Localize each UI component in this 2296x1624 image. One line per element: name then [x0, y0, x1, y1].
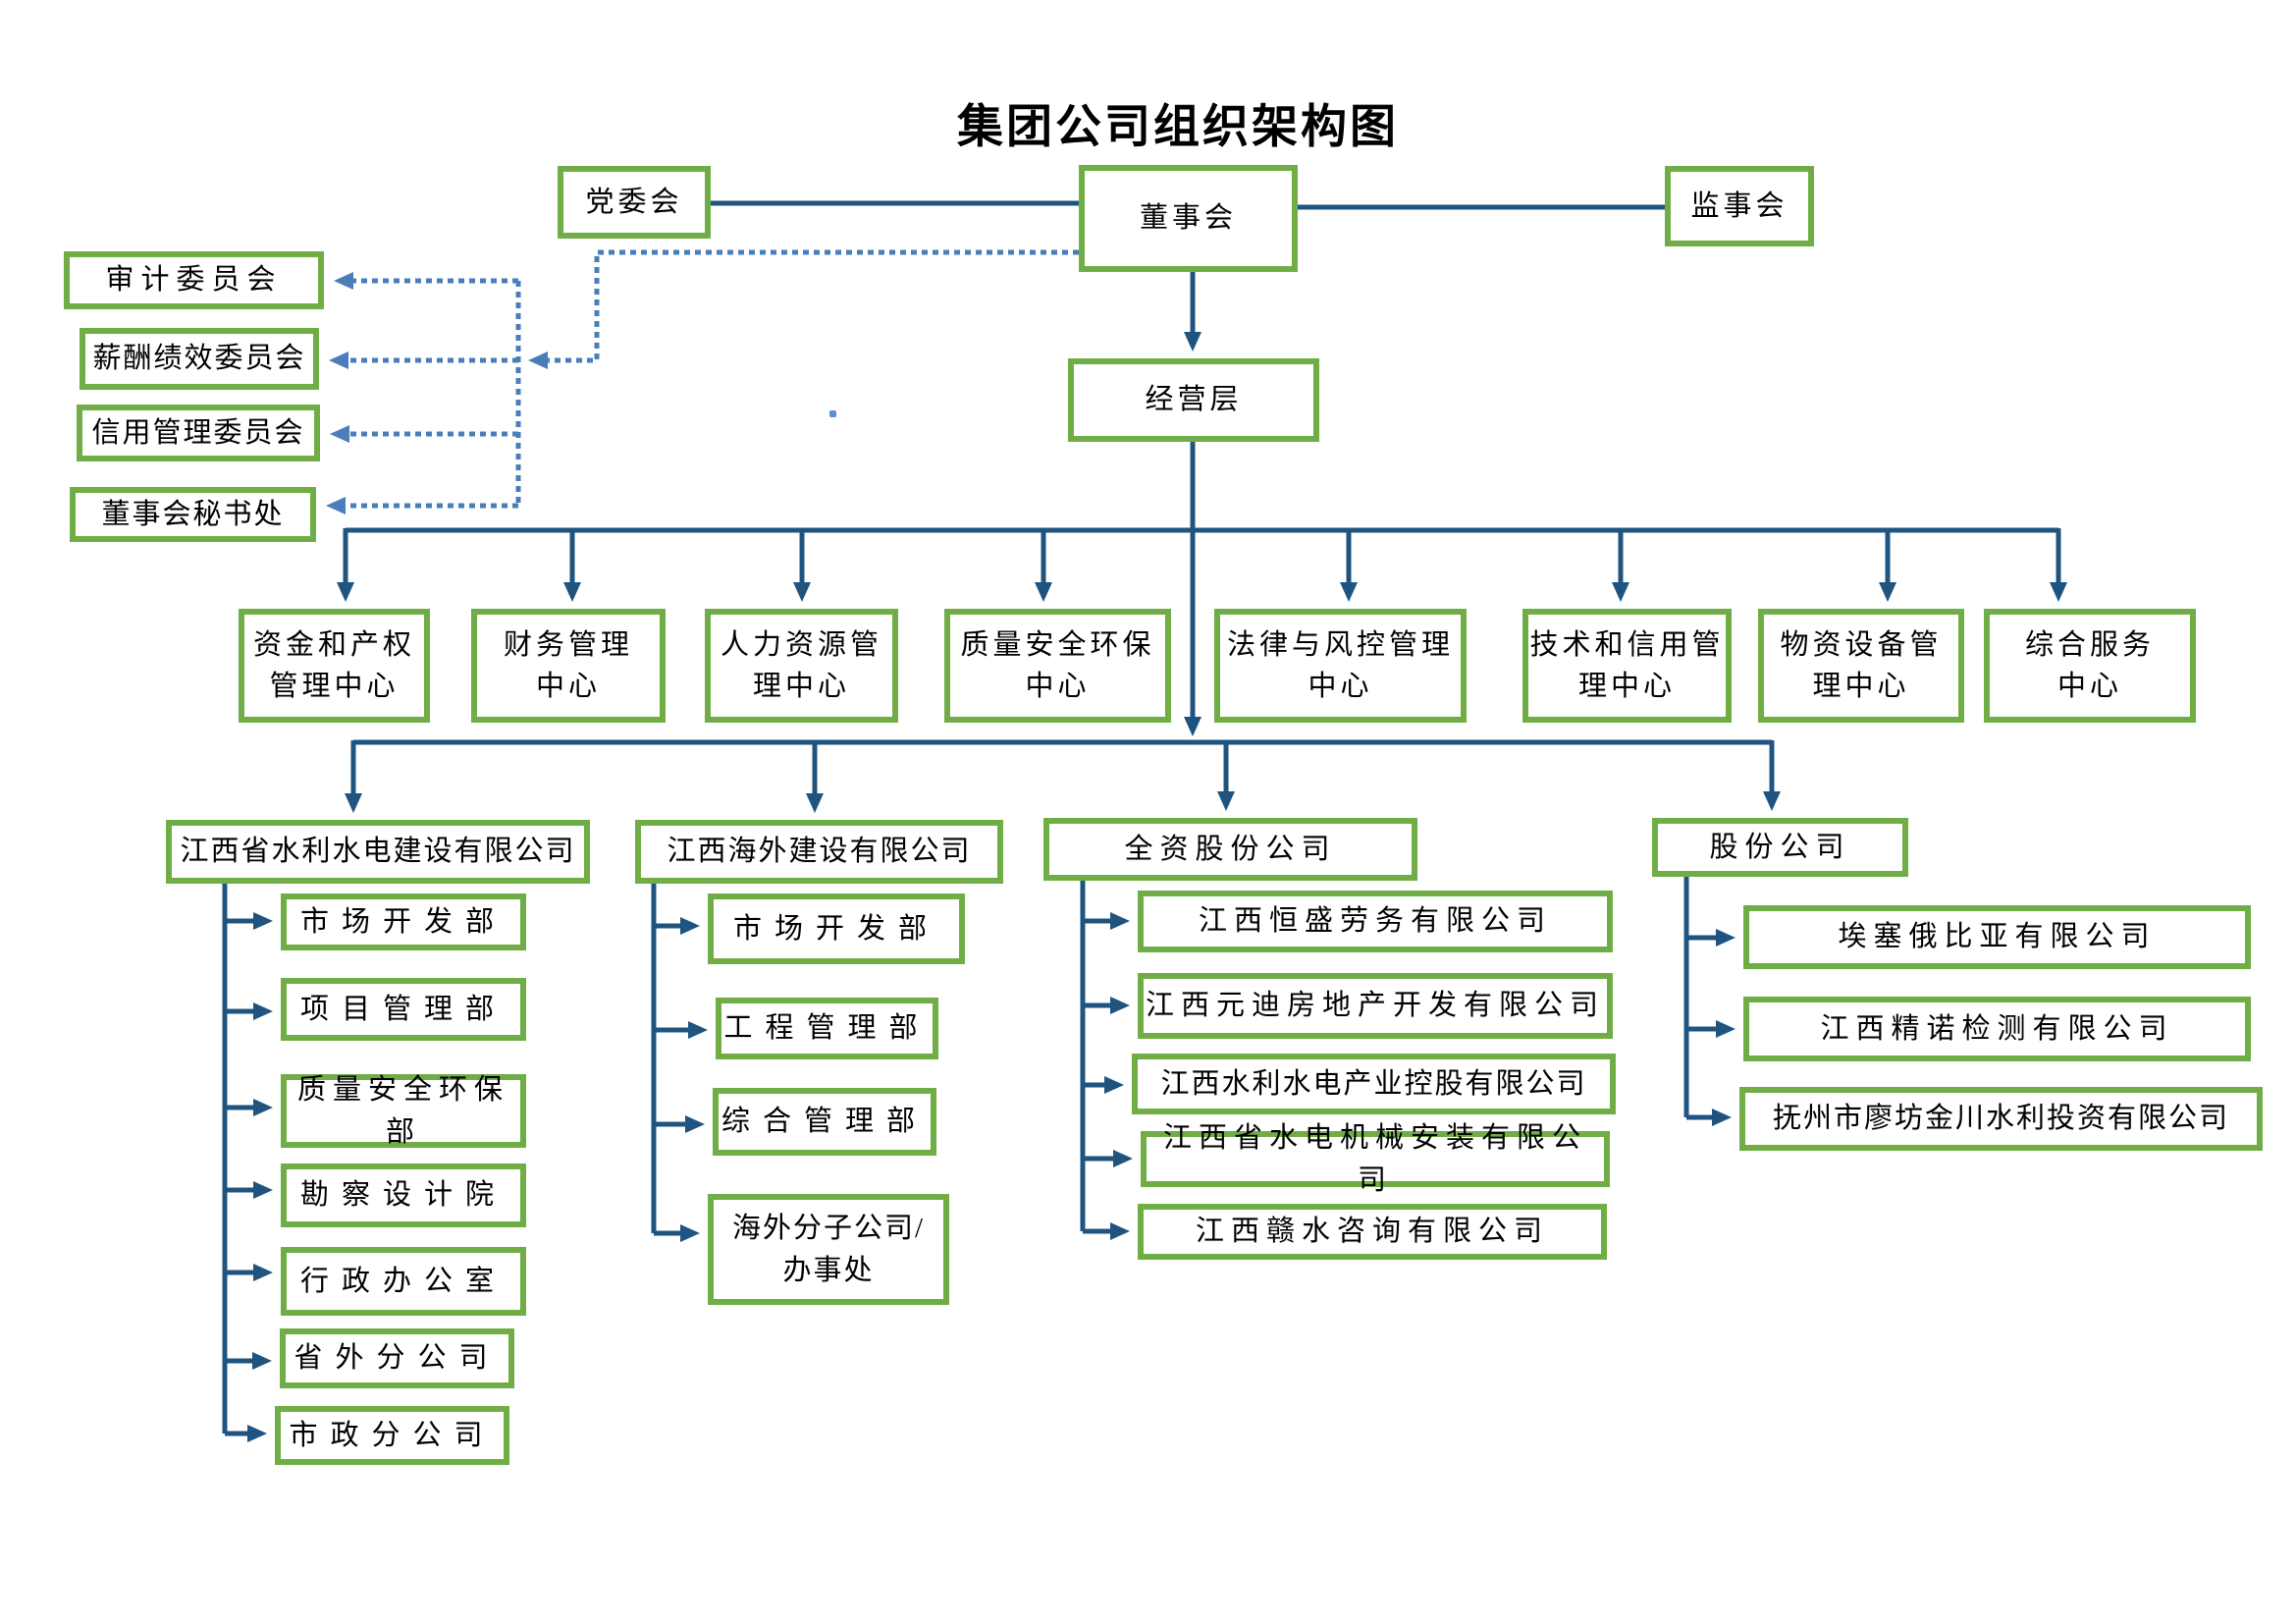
box-compensation-performance-committee: 薪酬绩效委员会: [80, 328, 319, 390]
box-subsidiary-joint-stock: 股份公司: [1652, 818, 1908, 877]
box-center-general-services: 综合服务 中心: [1984, 609, 2196, 723]
box-center-technology-credit: 技术和信用管 理中心: [1522, 609, 1732, 723]
box-center-finance: 财务管理 中心: [471, 609, 666, 723]
box-center-materials-equipment: 物资设备管 理中心: [1758, 609, 1964, 723]
page-title: 集团公司组织架构图: [957, 102, 1399, 153]
box-s1-administrative-office: 行政办公室: [281, 1247, 526, 1316]
box-s3-yuandi-real-estate: 江西元迪房地产开发有限公司: [1138, 973, 1613, 1039]
box-subsidiary-jiangxi-water-conservancy: 江西省水利水电建设有限公司: [166, 820, 590, 884]
box-s2-overseas-branches-offices: 海外分子公司/ 办事处: [708, 1194, 949, 1305]
box-s2-general-management: 综合管理部: [713, 1088, 936, 1156]
box-audit-committee: 审计委员会: [64, 251, 324, 309]
box-center-human-resources: 人力资源管 理中心: [705, 609, 898, 723]
box-subsidiary-jiangxi-overseas: 江西海外建设有限公司: [635, 820, 1003, 884]
box-s1-quality-safety-environment: 质量安全环保部: [281, 1074, 526, 1148]
box-center-funds-property: 资金和产权 管理中心: [239, 609, 430, 723]
solid-connectors: [222, 200, 2067, 1442]
box-party-committee: 党委会: [558, 166, 711, 239]
stray-mark: [829, 410, 836, 417]
box-s2-engineering-management: 工程管理部: [716, 998, 938, 1059]
box-center-legal-risk: 法律与风控管理 中心: [1214, 609, 1467, 723]
box-s4-jingnuo-testing: 江西精诺检测有限公司: [1743, 997, 2251, 1061]
box-s2-market-development: 市场开发部: [708, 893, 965, 964]
box-s3-hydropower-machinery-installation: 江西省水电机械安装有限公司: [1141, 1122, 1610, 1196]
box-s1-out-of-province-branch: 省外分公司: [280, 1328, 514, 1388]
box-s4-ethiopia-company: 埃塞俄比亚有限公司: [1743, 905, 2251, 969]
box-s1-market-development: 市场开发部: [281, 893, 526, 950]
dotted-connectors: [326, 249, 1079, 514]
box-supervisory-board: 监事会: [1665, 166, 1814, 246]
box-subsidiary-wholly-owned: 全资股份公司: [1043, 818, 1417, 881]
box-s3-industry-holding: 江西水利水电产业控股有限公司: [1132, 1054, 1616, 1114]
box-s1-municipal-branch: 市政分公司: [275, 1406, 509, 1465]
box-management-level: 经营层: [1068, 358, 1319, 442]
box-board-secretariat: 董事会秘书处: [70, 487, 316, 542]
box-s3-ganshui-consulting: 江西赣水咨询有限公司: [1138, 1204, 1607, 1260]
dotted-board-to-committee-spine: [528, 249, 1079, 369]
box-board-of-directors: 董事会: [1079, 165, 1298, 272]
box-s1-project-management: 项目管理部: [281, 978, 526, 1041]
box-s1-survey-design-institute: 勘察设计院: [281, 1164, 526, 1227]
box-center-quality-safety-environment: 质量安全环保 中心: [944, 609, 1171, 723]
box-s3-hengsheng-labor: 江西恒盛劳务有限公司: [1138, 891, 1613, 952]
box-s4-fuzhou-liaofang-jinchuan-investment: 抚州市廖坊金川水利投资有限公司: [1739, 1087, 2263, 1151]
box-credit-management-committee: 信用管理委员会: [77, 405, 320, 461]
